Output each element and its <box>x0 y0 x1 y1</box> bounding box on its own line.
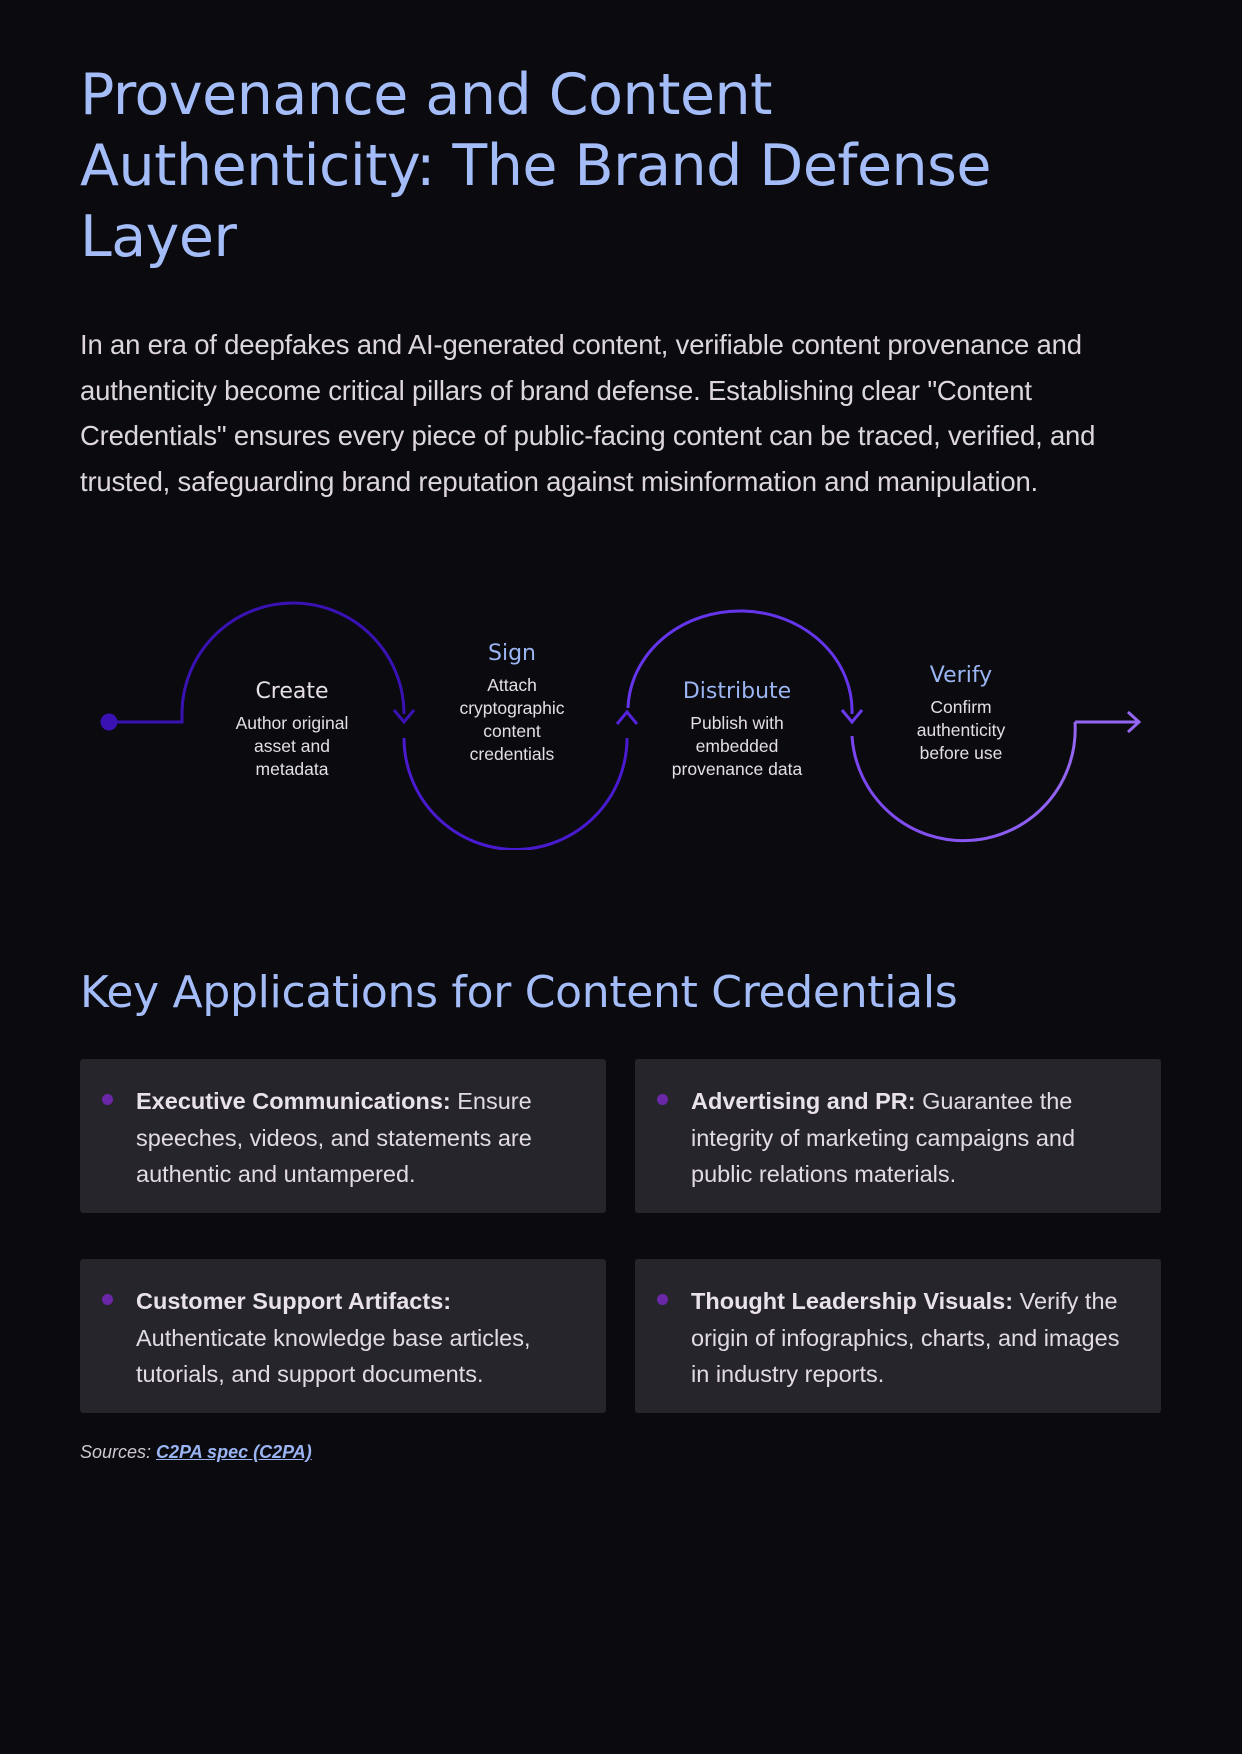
card-text: Thought Leadership Visuals: Verify the o… <box>691 1283 1131 1393</box>
card-description: Authenticate knowledge base articles, tu… <box>136 1324 531 1388</box>
card-text: Customer Support Artifacts: Authenticate… <box>136 1283 576 1393</box>
application-card-thought-leadership: Thought Leadership Visuals: Verify the o… <box>635 1259 1161 1413</box>
card-text: Advertising and PR: Guarantee the integr… <box>691 1083 1131 1193</box>
bullet-icon <box>657 1294 668 1305</box>
source-link-c2pa[interactable]: C2PA spec (C2PA) <box>156 1442 312 1462</box>
step-description: Attach cryptographic content credentials <box>459 675 565 764</box>
application-card-advertising-pr: Advertising and PR: Guarantee the integr… <box>635 1059 1161 1213</box>
card-text: Executive Communications: Ensure speeche… <box>136 1083 576 1193</box>
page-title: Provenance and Content Authenticity: The… <box>80 62 991 270</box>
step-title: Verify <box>929 663 993 688</box>
step-description: Publish with embedded provenance data <box>671 713 803 779</box>
sources-prefix: Sources: <box>80 1442 157 1462</box>
card-label: Executive Communications: <box>136 1088 451 1114</box>
bullet-icon <box>657 1094 668 1105</box>
flow-step-sign: Sign Attach cryptographic content creden… <box>432 640 592 766</box>
arrow-down-icon <box>840 709 864 725</box>
flow-path-graphic <box>100 601 1142 850</box>
card-description: Verify the origin of infographics, chart… <box>691 1288 1120 1387</box>
applications-heading: Key Applications for Content Credentials <box>80 967 958 1018</box>
step-description: Confirm authenticity before use <box>916 697 1006 763</box>
card-description: Ensure speeches, videos, and statements … <box>136 1088 532 1187</box>
sources-line: Sources: C2PA spec (C2PA) <box>80 1442 312 1463</box>
step-title: Sign <box>488 641 536 666</box>
arrow-up-icon <box>615 709 639 725</box>
arrow-down-icon <box>392 709 416 725</box>
application-card-executive-communications: Executive Communications: Ensure speeche… <box>80 1059 606 1213</box>
step-description: Author original asset and metadata <box>235 713 349 779</box>
flow-step-verify: Verify Confirm authenticity before use <box>881 662 1041 765</box>
intro-paragraph: In an era of deepfakes and AI-generated … <box>80 329 1096 497</box>
provenance-flow-diagram: Create Author original asset and metadat… <box>0 590 1242 850</box>
flow-step-create: Create Author original asset and metadat… <box>212 678 372 781</box>
card-label: Customer Support Artifacts: <box>136 1288 452 1314</box>
card-label: Advertising and PR: <box>691 1088 916 1114</box>
step-title: Create <box>255 679 329 704</box>
bullet-icon <box>102 1094 113 1105</box>
bullet-icon <box>102 1294 113 1305</box>
application-card-customer-support: Customer Support Artifacts: Authenticate… <box>80 1259 606 1413</box>
arrow-right-icon <box>1126 710 1142 734</box>
flow-step-distribute: Distribute Publish with embedded provena… <box>657 678 817 781</box>
card-description: Guarantee the integrity of marketing cam… <box>691 1088 1076 1187</box>
step-title: Distribute <box>682 679 792 704</box>
card-label: Thought Leadership Visuals: <box>691 1288 1014 1314</box>
